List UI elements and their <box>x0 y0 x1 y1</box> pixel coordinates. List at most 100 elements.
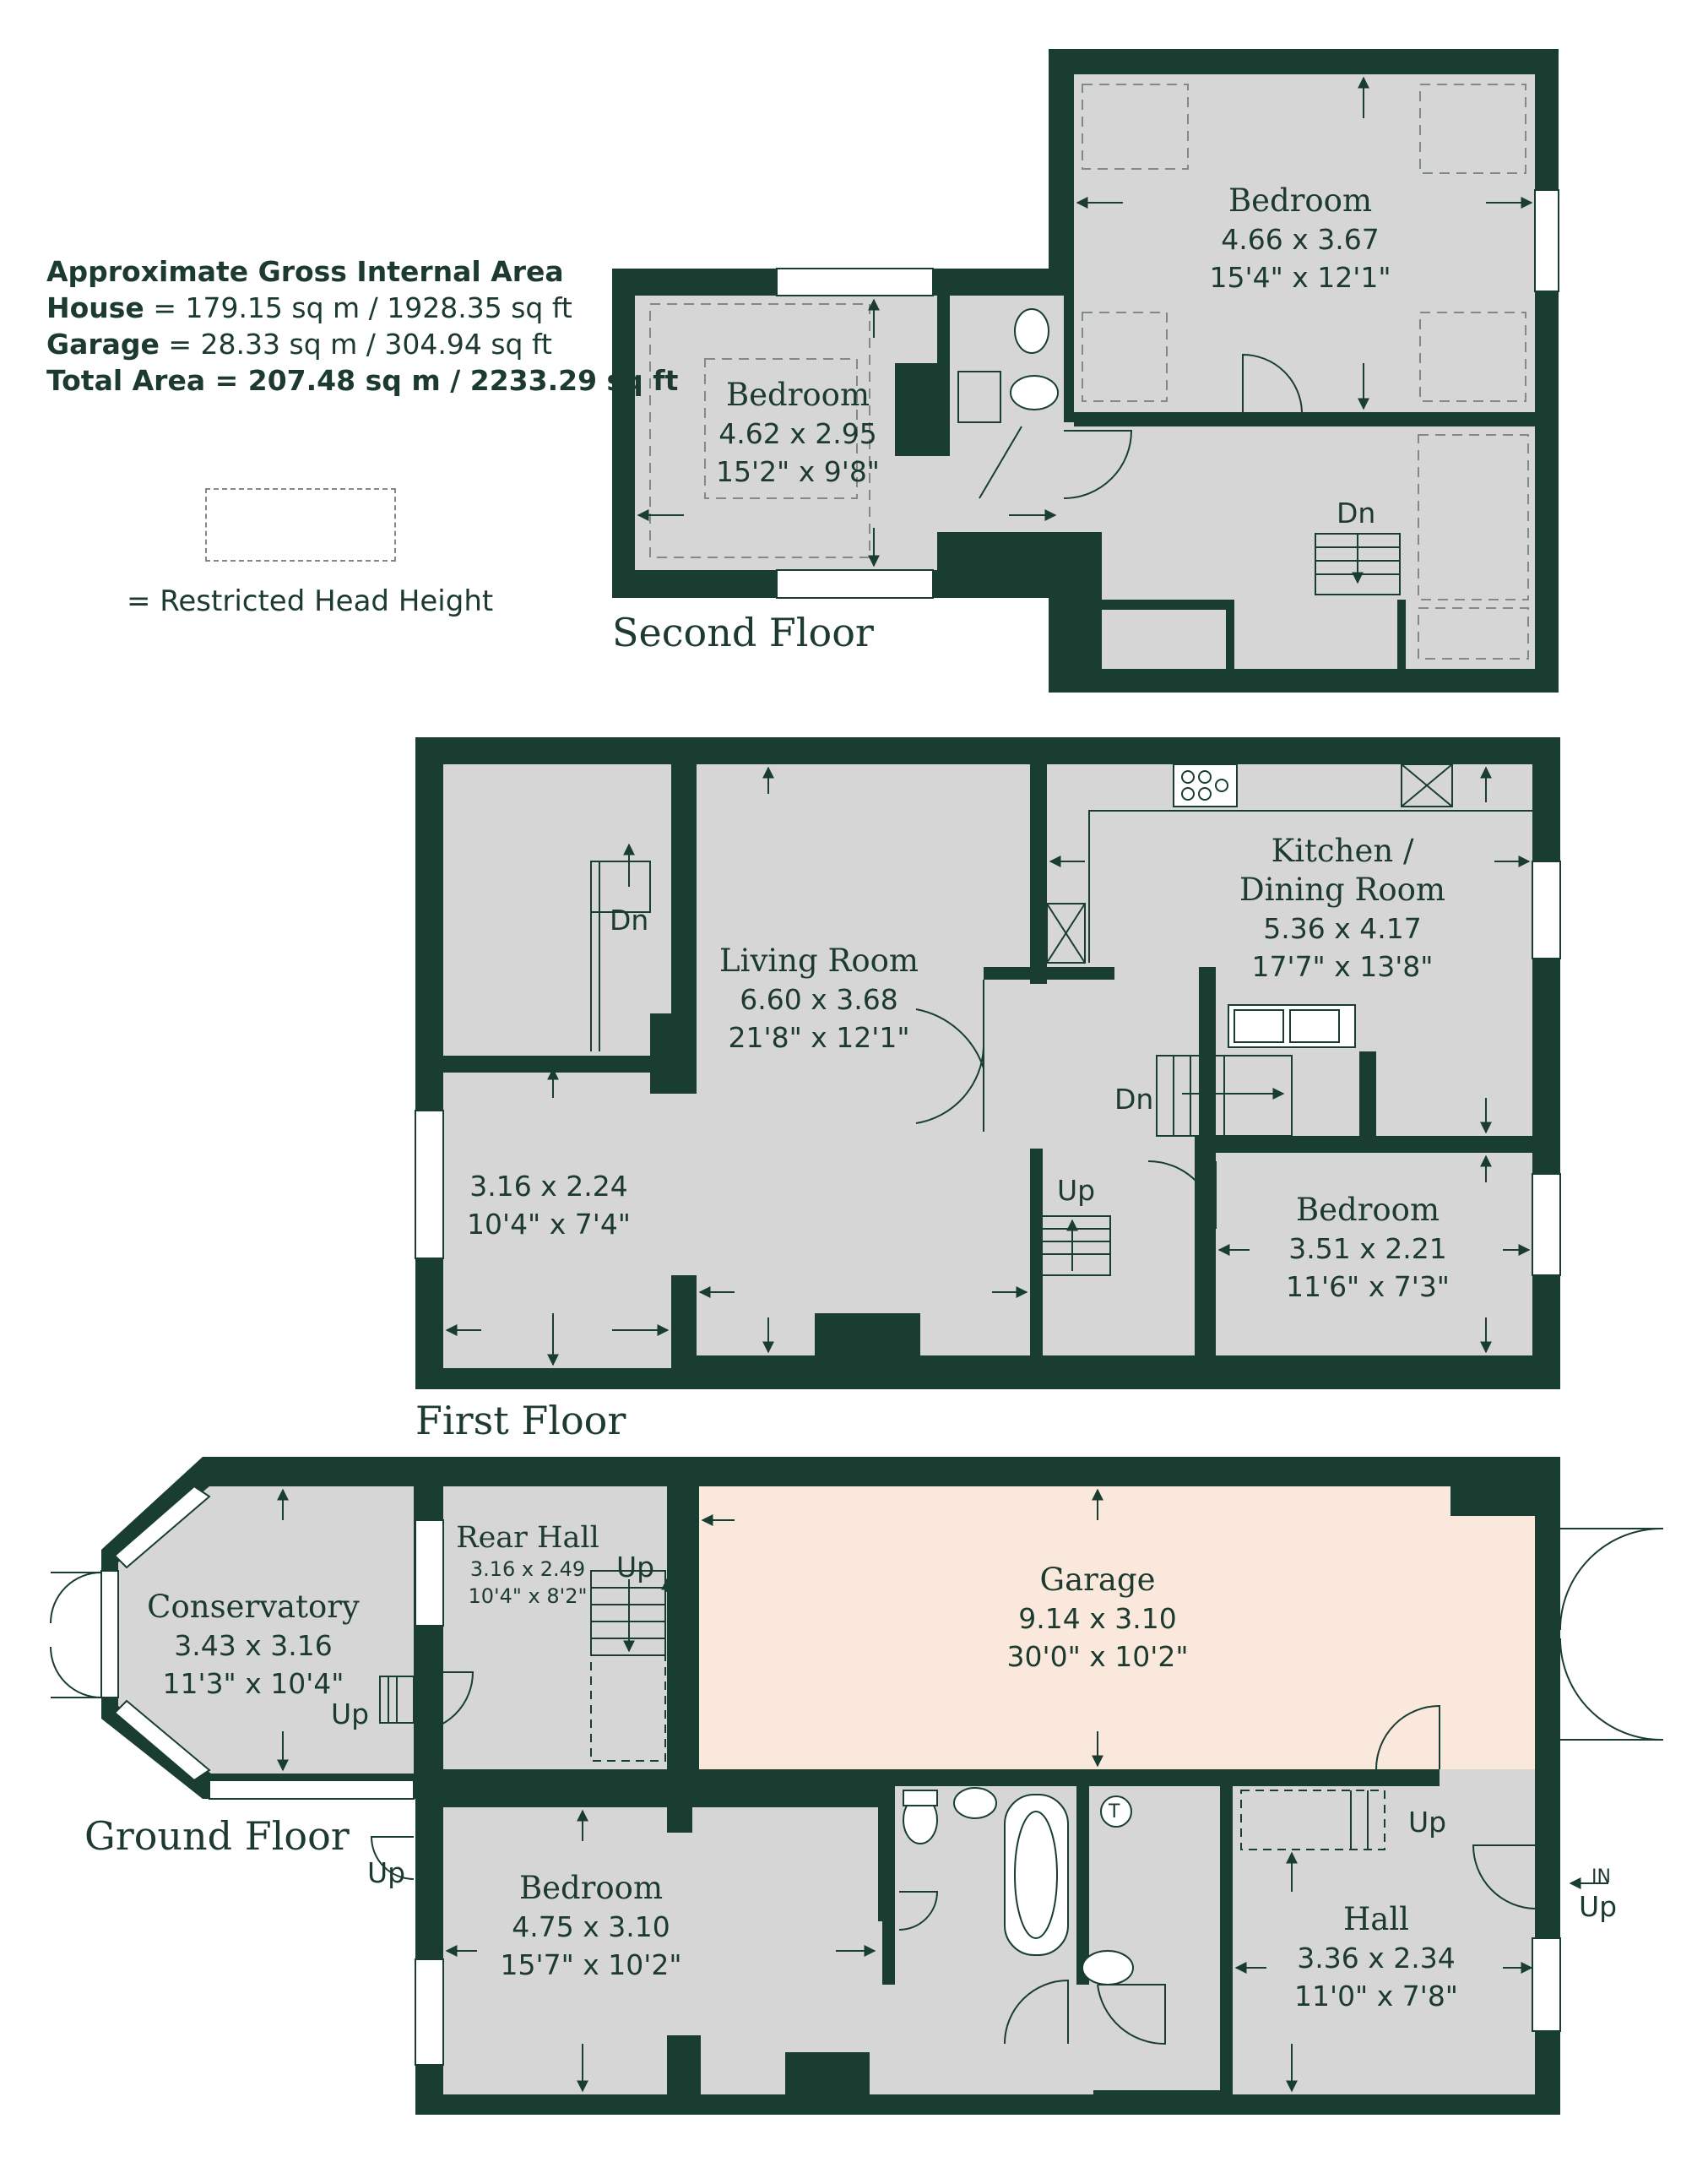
gf-wall <box>878 1786 895 1921</box>
gf-hall-entry-floor <box>1440 1769 1535 1790</box>
window <box>1532 1937 1561 2032</box>
sf-stairs <box>1315 533 1401 595</box>
gf-dimension-arrows <box>277 1488 1608 2093</box>
gf-bedroom-floor <box>443 1807 882 2094</box>
gf-wall <box>667 2035 701 2094</box>
gf-conservatory-label: Conservatory 3.43 x 3.16 11'3" x 10'4" <box>147 1589 360 1700</box>
ground-floor-plan <box>50 1457 1664 2115</box>
area-legend: Approximate Gross Internal Area House = … <box>46 253 678 399</box>
sf-bedroom-2-floor <box>635 296 937 570</box>
gf-bedroom-label: Bedroom 4.75 x 3.10 15'7" x 10'2" <box>500 1870 682 1981</box>
window <box>1534 189 1559 292</box>
ground-floor-label: Ground Floor <box>84 1813 350 1859</box>
gf-conservatory-up-label: Up <box>331 1698 370 1730</box>
first-floor-plan <box>415 737 1561 1389</box>
gf-rear-hall-label: Rear Hall 3.16 x 2.49 10'4" x 8'2" <box>456 1521 599 1608</box>
gf-wall <box>1220 1786 1233 1985</box>
ff-wall <box>984 967 1114 980</box>
restricted-head-height-key <box>205 488 396 562</box>
sf-dimension-arrows <box>637 76 1533 568</box>
ff-study-floor <box>443 1073 671 1368</box>
gf-garage-doors <box>50 1527 1664 2045</box>
gf-corridor-floor <box>882 1985 1093 2094</box>
gf-entrance-up-label: Up <box>1579 1890 1618 1923</box>
gf-garage-corner <box>1450 1486 1535 1516</box>
legend-total: Total Area = 207.48 sq m / 2233.29 sq ft <box>46 364 679 397</box>
gf-garage-floor <box>699 1486 1535 1769</box>
sf-bedroom-main-floor <box>1074 74 1535 412</box>
gf-conservatory-windows <box>100 1485 415 1800</box>
window <box>1532 861 1561 959</box>
sf-wall <box>895 363 937 456</box>
gf-wall <box>667 1486 699 1769</box>
sf-doors <box>979 353 1303 499</box>
ff-landing-floor <box>443 764 671 1056</box>
restricted-head-height-label: = Restricted Head Height <box>127 584 494 618</box>
sf-wall <box>1102 600 1228 610</box>
ff-stairs-up-label: Up <box>1057 1174 1096 1207</box>
ff-hall-floor <box>992 984 1195 1355</box>
gf-tank-mark: T <box>1109 1801 1120 1822</box>
sf-stairs-down-label: Dn <box>1337 497 1376 530</box>
restricted-head-height-areas <box>649 84 1529 660</box>
window <box>776 569 934 599</box>
ff-wall <box>1030 1149 1043 1355</box>
ff-stairs-down-label: Dn <box>610 904 649 937</box>
second-floor-label: Second Floor <box>612 610 874 655</box>
sf-bedroom-main-label: Bedroom 4.66 x 3.67 15'4" x 12'1" <box>1209 182 1391 294</box>
ff-wall <box>650 1013 697 1094</box>
sf-corridor-floor <box>937 422 1106 532</box>
gf-conservatory-floor <box>118 1486 414 1774</box>
ff-wall <box>671 764 697 883</box>
sf-wall <box>1074 412 1535 426</box>
ff-bedroom-floor <box>1216 1153 1532 1355</box>
legend-garage: Garage = 28.33 sq m / 304.94 sq ft <box>46 328 552 361</box>
ff-wall <box>1199 967 1216 1355</box>
ff-wall <box>815 1313 920 1355</box>
ff-dimension-arrows <box>445 766 1531 1366</box>
ff-kitchen-fittings <box>1046 763 1532 1048</box>
gf-garage-label: Garage 9.14 x 3.10 30'0" x 10'2" <box>1006 1562 1189 1673</box>
ff-bedroom-label: Bedroom 3.51 x 2.21 11'6" x 7'3" <box>1286 1192 1450 1303</box>
ff-wall <box>671 1275 697 1368</box>
gf-stairs <box>379 1570 1385 1850</box>
ff-wall <box>1195 1136 1532 1153</box>
gf-wc-floor <box>1089 1786 1220 2090</box>
second-floor-plan <box>612 49 1559 693</box>
gf-wall <box>701 1769 1440 1786</box>
window <box>415 1519 444 1627</box>
sf-wall <box>937 296 950 456</box>
legend-title: Approximate Gross Internal Area <box>46 255 564 288</box>
gf-wall <box>414 1769 701 1786</box>
legend-house: House = 179.15 sq m / 1928.35 sq ft <box>46 291 572 324</box>
ff-kitchen-label: Kitchen / Dining Room 5.36 x 4.17 17'7" … <box>1239 833 1445 983</box>
gf-hall-label: Hall 3.36 x 2.34 11'0" x 7'8" <box>1294 1901 1458 2013</box>
gf-wall <box>785 2052 870 2094</box>
gf-bedroom-up-label: Up <box>367 1856 406 1889</box>
ff-study-label: 3.16 x 2.24 10'4" x 7'4" <box>467 1170 631 1241</box>
first-floor-label: First Floor <box>415 1398 626 1443</box>
window <box>1532 1173 1561 1276</box>
window <box>415 1958 444 2066</box>
gf-wall <box>1076 1786 1089 1985</box>
ff-wall <box>1359 1051 1376 1136</box>
sf-wall <box>1226 600 1234 669</box>
sf-wall <box>1397 600 1406 669</box>
gf-wall <box>667 1782 692 1833</box>
sf-bedroom-2-label: Bedroom 4.62 x 2.95 15'2" x 9'8" <box>716 377 880 488</box>
ff-stairs <box>590 843 1293 1276</box>
gf-bathroom-fixtures <box>903 1787 1134 1985</box>
ff-stairs-down-label-2: Dn <box>1114 1083 1154 1116</box>
gf-hall-up-label: Up <box>1408 1806 1447 1839</box>
ff-wall <box>443 1056 697 1073</box>
ff-doors <box>915 980 1217 1230</box>
gf-rear-hall-up-label: Up <box>616 1551 655 1583</box>
ff-wall <box>1030 764 1047 967</box>
gf-entrance-in-label: IN <box>1591 1866 1611 1888</box>
window <box>776 268 934 296</box>
sf-bathroom-fixtures <box>957 308 1059 423</box>
window <box>415 1110 444 1259</box>
ff-living-lower-floor <box>659 1056 1030 1355</box>
ff-living-room-label: Living Room 6.60 x 3.68 21'8" x 12'1" <box>719 942 919 1054</box>
